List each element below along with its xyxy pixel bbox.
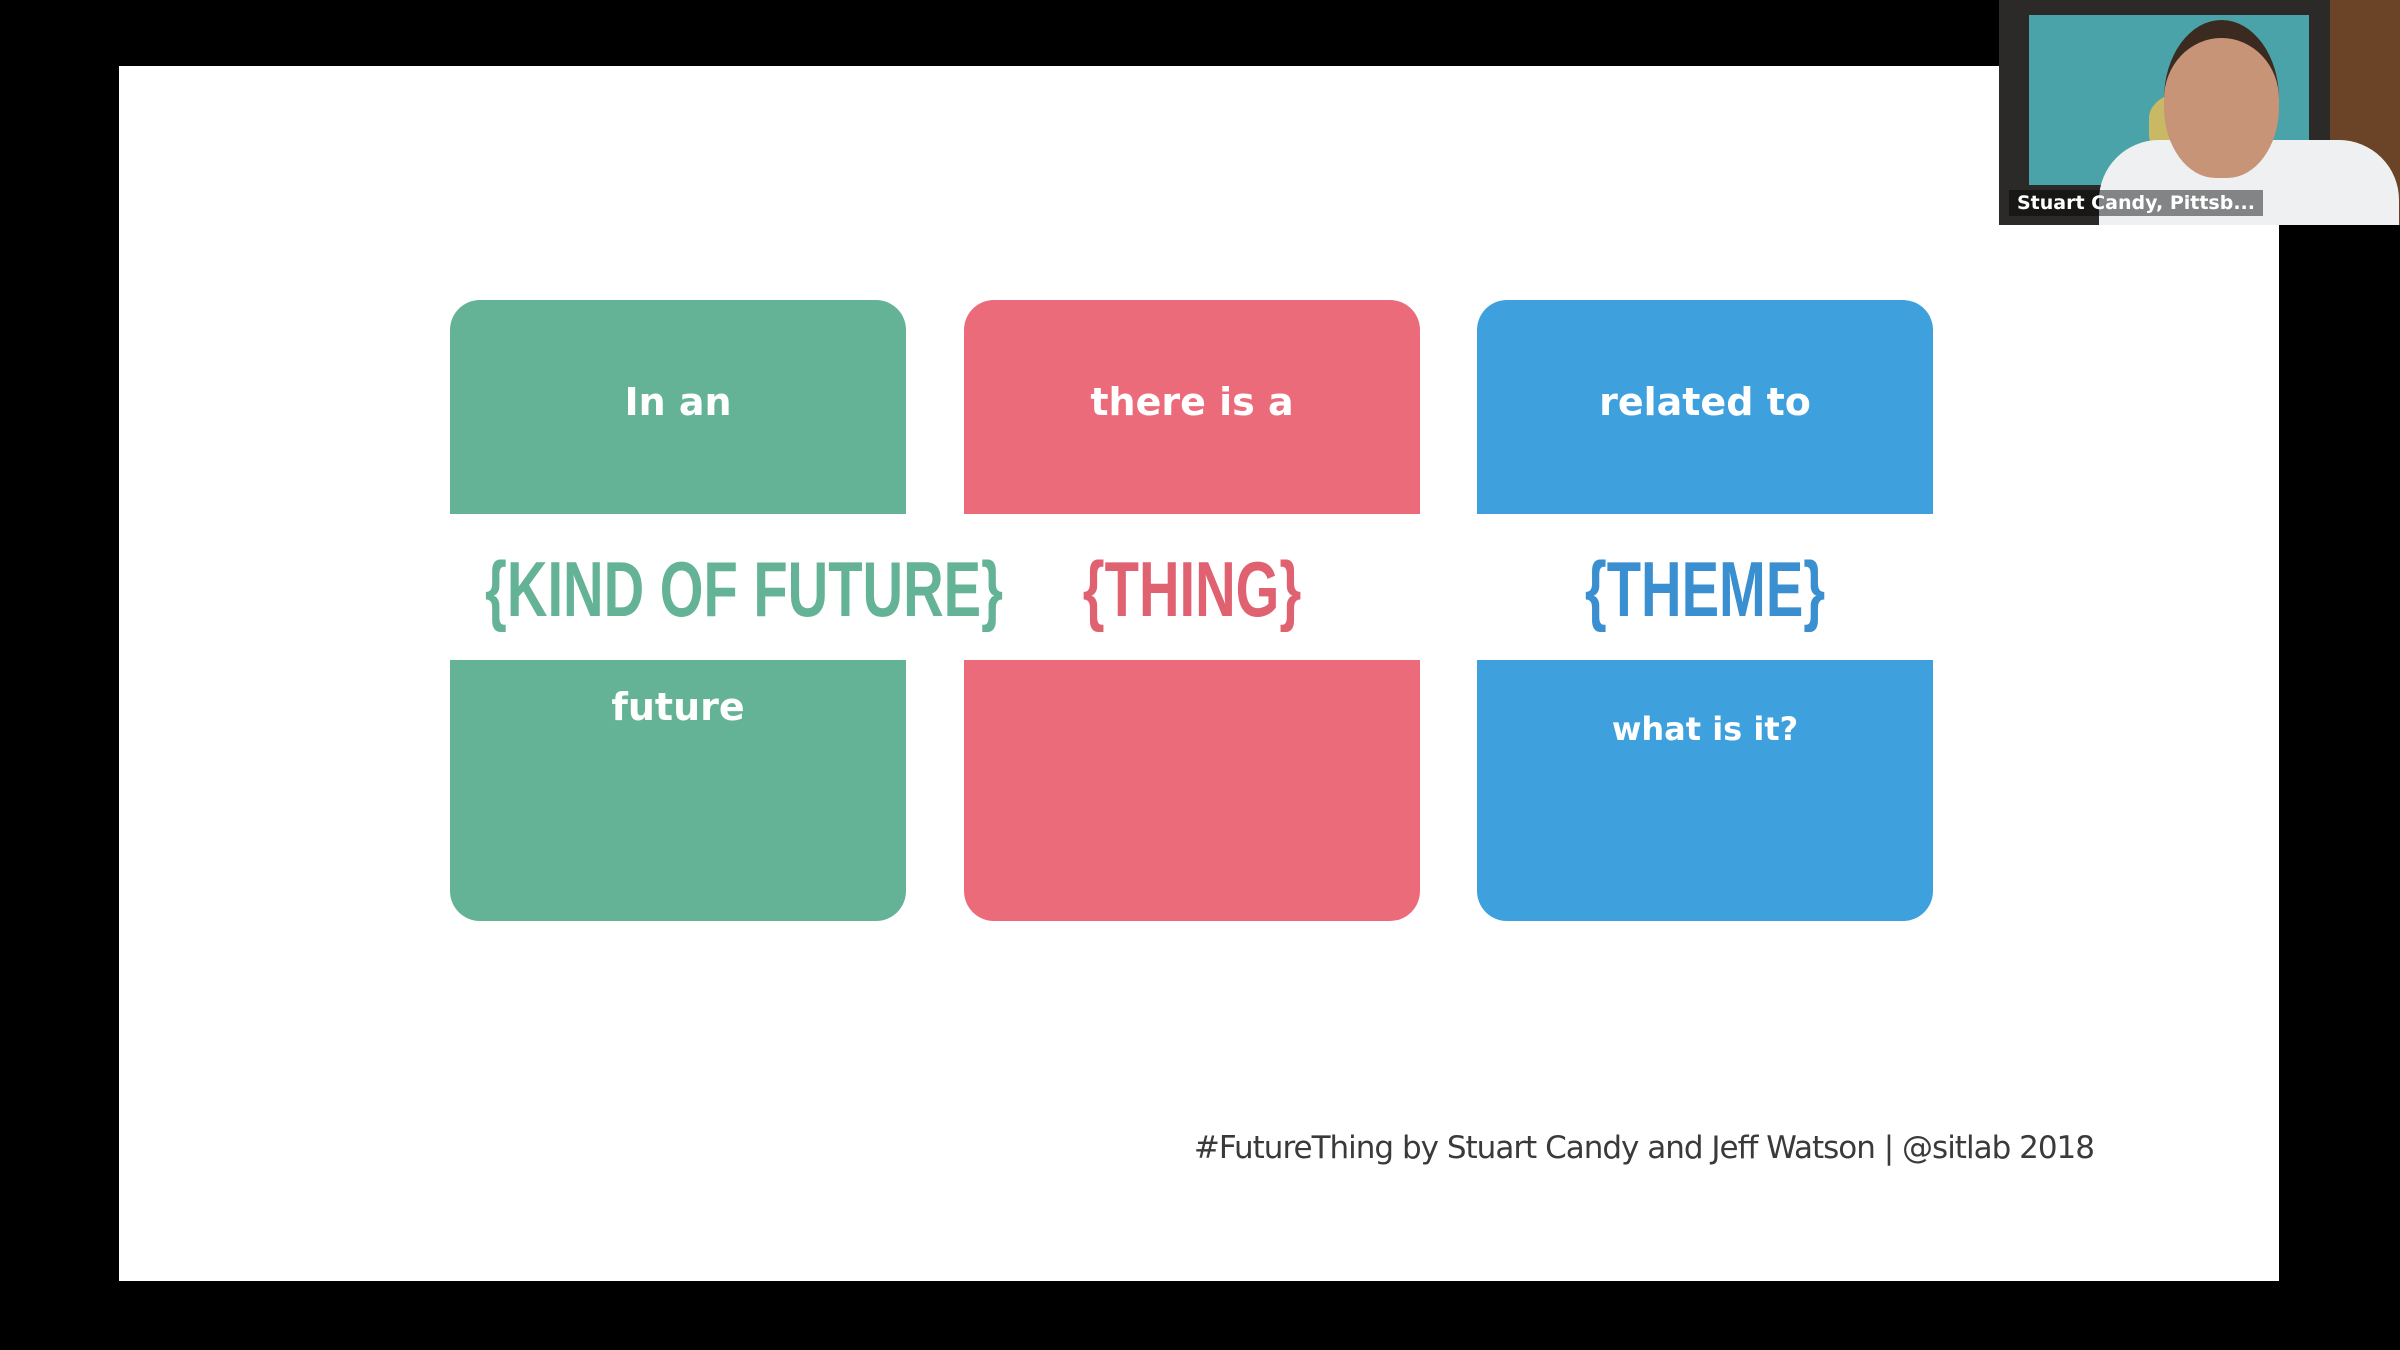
card-bottom — [964, 660, 1420, 921]
participant-head — [2164, 20, 2279, 178]
card-bottom-text: future — [611, 685, 745, 729]
card-kind-of-future: In an {KIND OF FUTURE} future — [450, 300, 1003, 921]
slide-footer-credit: #FutureThing by Stuart Candy and Jeff Wa… — [1193, 1130, 2095, 1166]
card-top — [964, 300, 1420, 514]
presentation-slide: In an {KIND OF FUTURE} future there is a… — [119, 66, 2279, 1281]
participant-video-thumbnail[interactable]: Stuart Candy, Pittsb... — [1999, 0, 2400, 225]
card-top-text: there is a — [1090, 380, 1294, 424]
card-top-text: related to — [1599, 380, 1811, 424]
card-bottom-text: what is it? — [1611, 710, 1799, 748]
card-bottom — [1477, 660, 1933, 921]
participant-name-label: Stuart Candy, Pittsb... — [2009, 190, 2263, 216]
card-top-text: In an — [624, 380, 732, 424]
card-big-text: {THING} — [1082, 545, 1302, 633]
card-thing: there is a {THING} — [964, 300, 1420, 921]
card-big-text: {THEME} — [1584, 545, 1826, 633]
card-bottom — [450, 660, 906, 921]
card-top — [450, 300, 906, 514]
card-theme: related to {THEME} what is it? — [1477, 300, 1933, 921]
card-top — [1477, 300, 1933, 514]
card-big-text: {KIND OF FUTURE} — [485, 545, 1003, 633]
